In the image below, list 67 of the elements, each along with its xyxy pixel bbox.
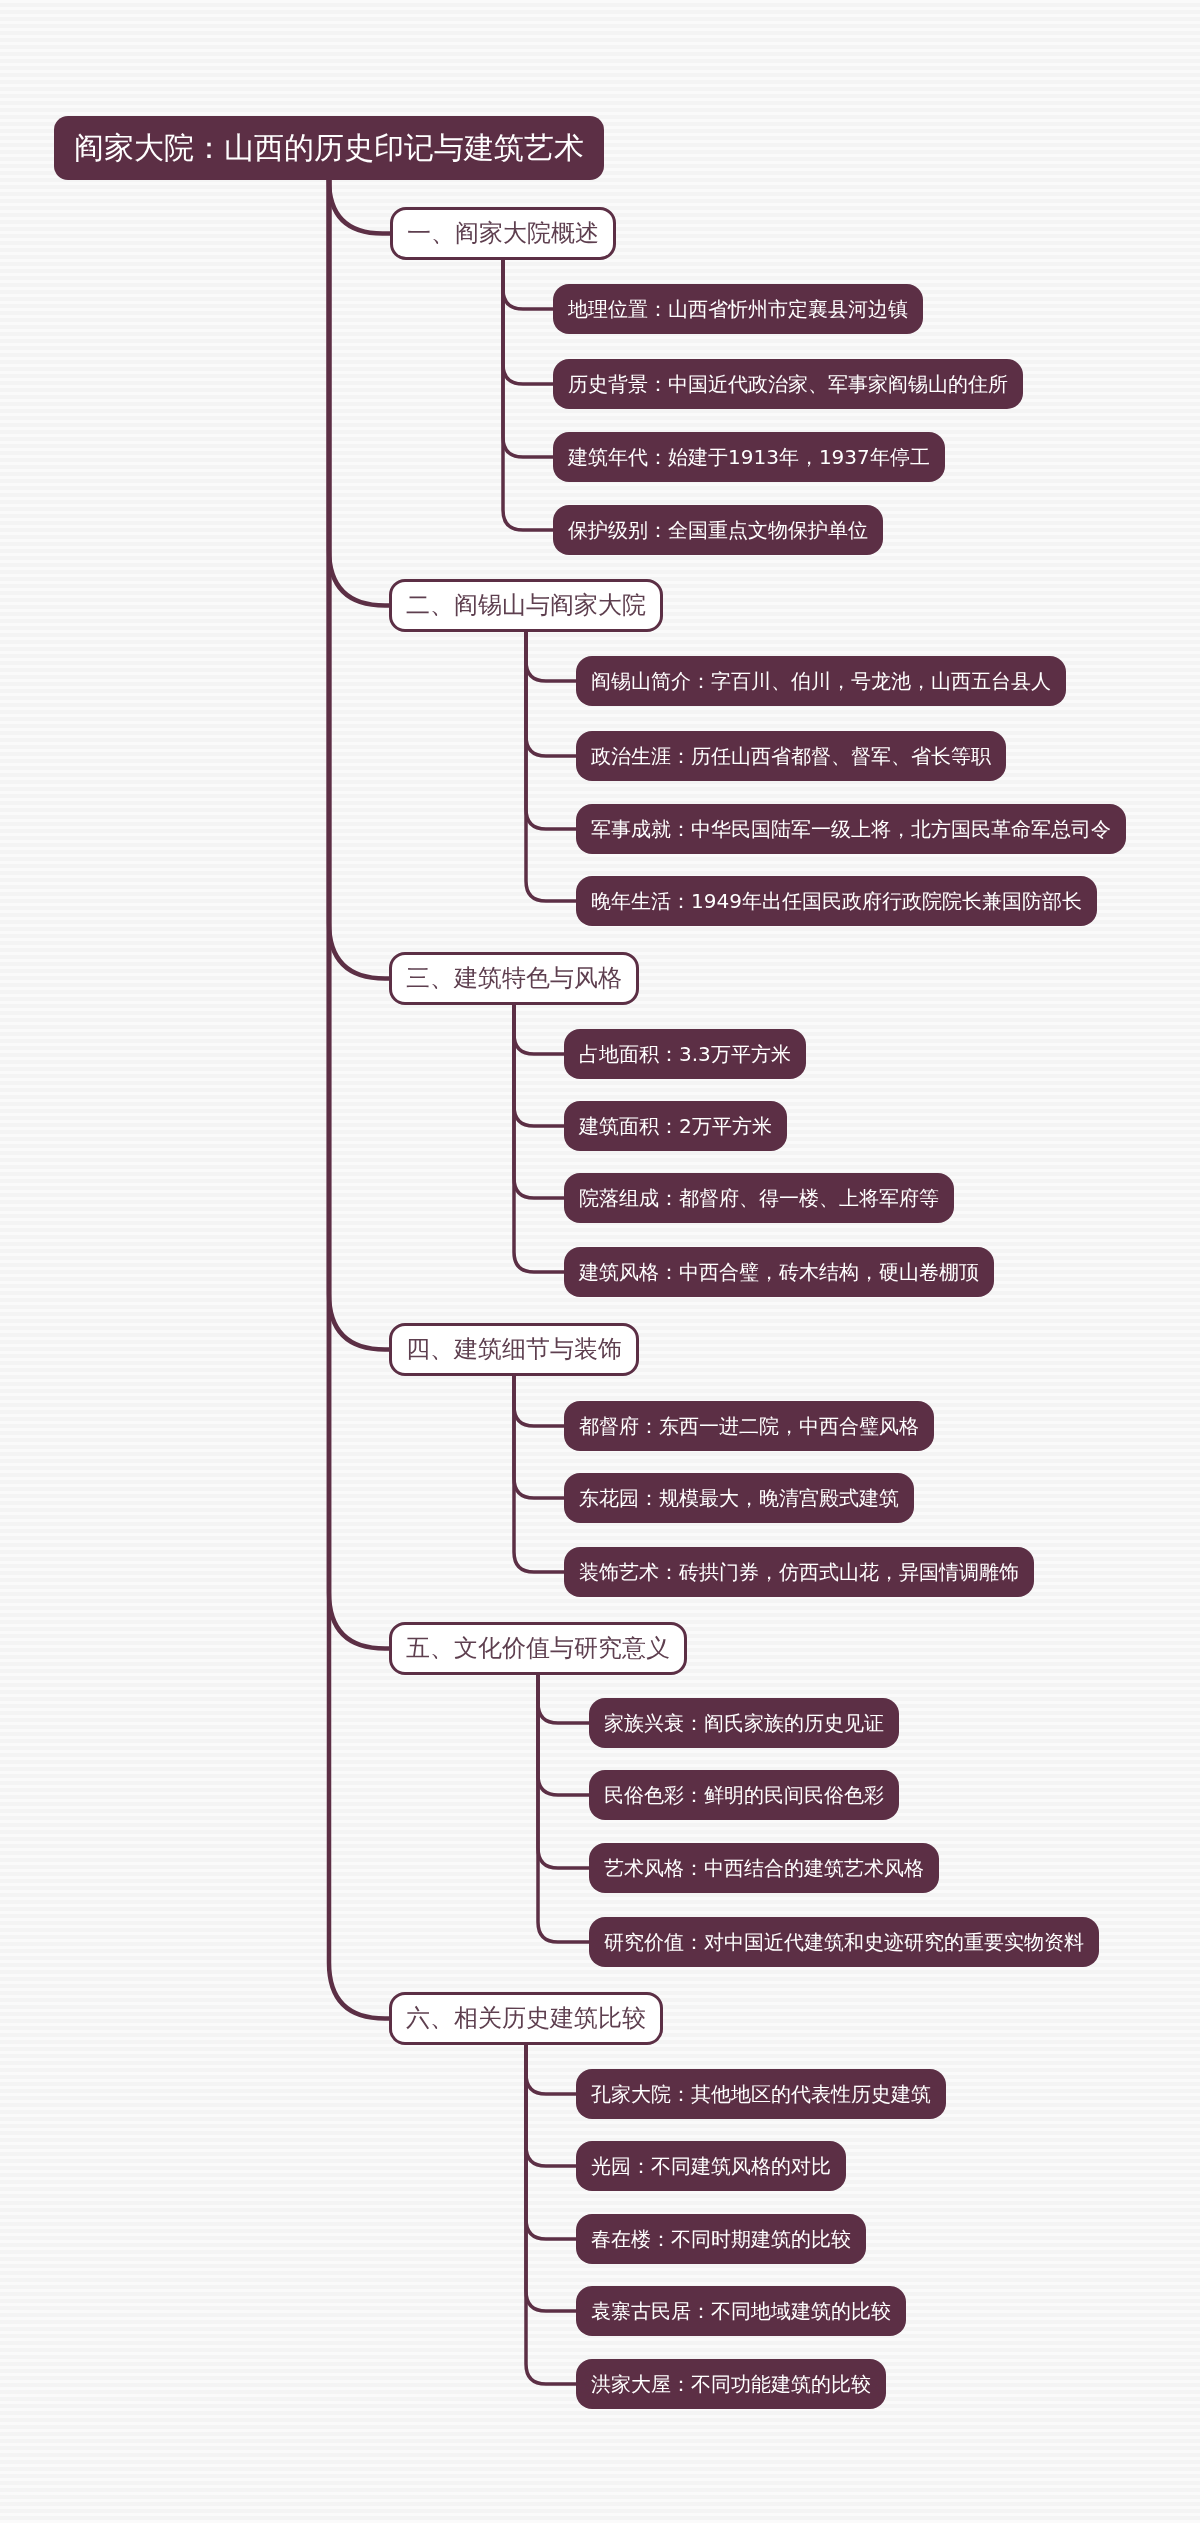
leaf-topic [576,2141,846,2191]
branch-connector [512,1003,566,1274]
leaf-topic-text: 院落组成：都督府、得一楼、上将军府等 [579,1186,939,1210]
leaf-topic-text: 艺术风格：中西结合的建筑艺术风格 [604,1856,924,1880]
leaf-topic [564,1247,994,1297]
branch-topic [389,952,639,1005]
leaf-topic-text: 民俗色彩：鲜明的民间民俗色彩 [604,1783,884,1807]
leaf-topic [564,1473,914,1523]
leaf-topic-text: 建筑面积：2万平方米 [579,1114,772,1138]
branch-topic [389,1323,639,1376]
leaf-topic [576,2359,886,2409]
leaf-topic [589,1917,1099,1967]
branch-topic-title: 六、相关历史建筑比较 [406,2004,646,2033]
leaf-topic [576,876,1097,926]
leaf-topic-text: 历史背景：中国近代政治家、军事家阎锡山的住所 [568,372,1008,396]
leaf-topic [589,1843,939,1893]
leaf-topic-text: 建筑风格：中西合璧，砖木结构，硬山卷棚顶 [579,1260,979,1284]
leaf-topic [564,1029,806,1079]
leaf-topic-text: 地理位置：山西省忻州市定襄县河边镇 [568,297,908,321]
leaf-topic [576,731,1006,781]
branch-topic-title: 四、建筑细节与装饰 [406,1335,622,1364]
leaf-topic-text: 晚年生活：1949年出任国民政府行政院院长兼国防部长 [591,889,1082,913]
leaf-topic-text: 军事成就：中华民国陆军一级上将，北方国民革命军总司令 [591,817,1111,841]
leaf-topic-text: 孔家大院：其他地区的代表性历史建筑 [591,2082,931,2106]
branch-topic [390,207,616,260]
leaf-topic-text: 东花园：规模最大，晚清宫殿式建筑 [579,1486,899,1510]
leaf-topic [564,1401,934,1451]
leaf-topic [553,432,945,482]
branch-topic-title: 三、建筑特色与风格 [406,964,622,993]
leaf-topic-text: 春在楼：不同时期建筑的比较 [591,2227,851,2251]
leaf-topic-text: 袁寨古民居：不同地域建筑的比较 [591,2299,891,2323]
leaf-topic-text: 建筑年代：始建于1913年，1937年停工 [568,445,930,469]
leaf-topic [576,2286,906,2336]
branch-topic [389,1622,687,1675]
leaf-topic [589,1698,899,1748]
leaf-topic-text: 家族兴衰：阎氏家族的历史见证 [604,1711,884,1735]
leaf-topic [576,804,1126,854]
branch-topic-title: 一、阎家大院概述 [407,219,599,248]
branch-topic [389,579,663,632]
leaf-topic-text: 研究价值：对中国近代建筑和史迹研究的重要实物资料 [604,1930,1084,1954]
root-topic-title: 阎家大院：山西的历史印记与建筑艺术 [74,130,584,166]
root-topic [54,116,604,180]
leaf-topic-text: 政治生涯：历任山西省都督、督军、省长等职 [591,744,991,768]
leaf-topic-text: 装饰艺术：砖拱门券，仿西式山花，异国情调雕饰 [579,1560,1019,1584]
branch-connector [512,1374,566,1574]
branch-topic-title: 五、文化价值与研究意义 [406,1634,670,1663]
branch-connector [524,630,578,903]
leaf-topic-text: 阎锡山简介：字百川、伯川，号龙池，山西五台县人 [591,669,1051,693]
leaf-topic [576,2069,946,2119]
leaf-topic [553,359,1023,409]
leaf-topic [564,1101,787,1151]
branch-topic [389,1992,663,2045]
leaf-topic-text: 洪家大屋：不同功能建筑的比较 [591,2372,871,2396]
leaf-topic [576,656,1066,706]
leaf-topic-text: 都督府：东西一进二院，中西合璧风格 [579,1414,919,1438]
branch-topic-title: 二、阎锡山与阎家大院 [406,591,646,620]
leaf-topic-text: 占地面积：3.3万平方米 [579,1042,791,1066]
leaf-topic [564,1173,954,1223]
leaf-topic [553,284,923,334]
leaf-topic [576,2214,866,2264]
branch-connector [536,1673,591,1944]
leaf-topic-text: 光园：不同建筑风格的对比 [591,2154,831,2178]
leaf-topic [553,505,883,555]
branch-connector [501,258,555,532]
leaf-topic [589,1770,899,1820]
leaf-topic [564,1547,1034,1597]
leaf-topic-text: 保护级别：全国重点文物保护单位 [568,518,868,542]
